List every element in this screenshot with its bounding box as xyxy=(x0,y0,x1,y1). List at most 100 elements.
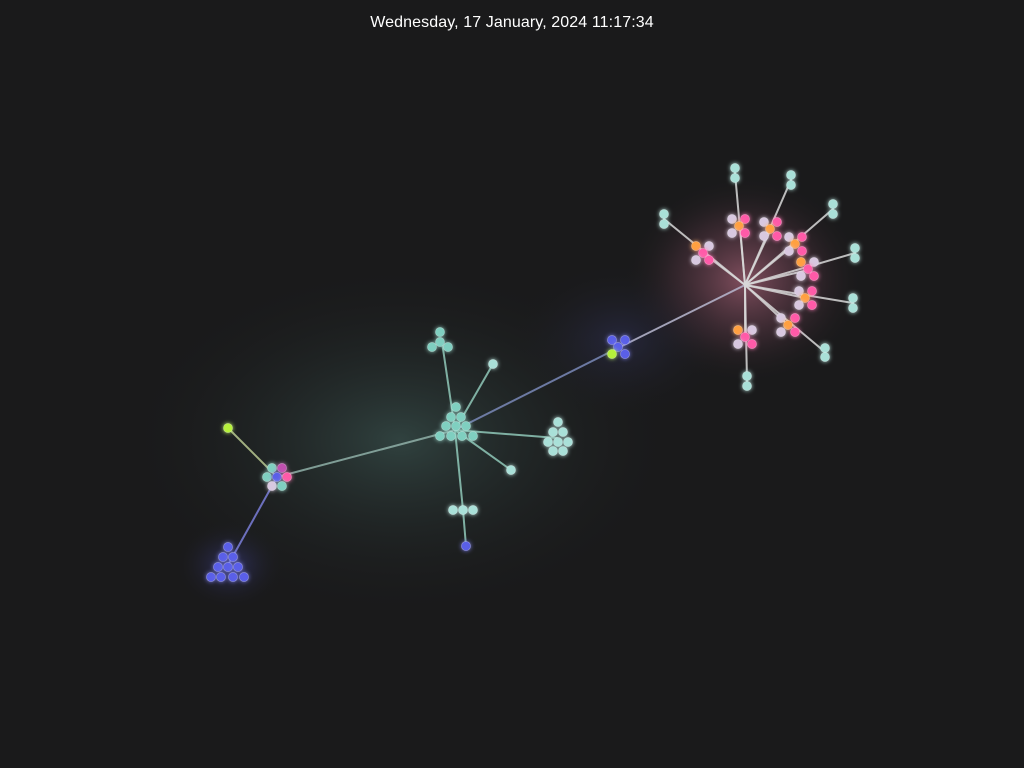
node-22[interactable] xyxy=(451,421,461,431)
node-96[interactable] xyxy=(807,300,817,310)
node-91[interactable] xyxy=(809,271,819,281)
node-45[interactable] xyxy=(461,541,471,551)
node-12[interactable] xyxy=(277,463,287,473)
node-28[interactable] xyxy=(435,327,445,337)
node-95[interactable] xyxy=(794,300,804,310)
node-59[interactable] xyxy=(850,243,860,253)
node-34[interactable] xyxy=(548,427,558,437)
node-50[interactable] xyxy=(607,349,617,359)
node-79[interactable] xyxy=(790,239,800,249)
node-40[interactable] xyxy=(558,446,568,456)
node-76[interactable] xyxy=(772,231,782,241)
node-87[interactable] xyxy=(796,257,806,267)
node-94[interactable] xyxy=(800,293,810,303)
node-25[interactable] xyxy=(446,431,456,441)
node-21[interactable] xyxy=(441,421,451,431)
node-74[interactable] xyxy=(765,224,775,234)
node-68[interactable] xyxy=(740,214,750,224)
node-33[interactable] xyxy=(553,417,563,427)
node-103[interactable] xyxy=(747,325,757,335)
node-51[interactable] xyxy=(730,163,740,173)
node-93[interactable] xyxy=(807,286,817,296)
node-52[interactable] xyxy=(730,173,740,183)
node-32[interactable] xyxy=(488,359,498,369)
node-54[interactable] xyxy=(786,180,796,190)
node-5[interactable] xyxy=(233,562,243,572)
node-1[interactable] xyxy=(218,552,228,562)
node-46[interactable] xyxy=(607,335,617,345)
node-105[interactable] xyxy=(733,339,743,349)
node-66[interactable] xyxy=(742,381,752,391)
node-63[interactable] xyxy=(820,343,830,353)
node-18[interactable] xyxy=(451,402,461,412)
node-0[interactable] xyxy=(223,542,233,552)
node-89[interactable] xyxy=(803,264,813,274)
node-42[interactable] xyxy=(448,505,458,515)
node-36[interactable] xyxy=(543,437,553,447)
node-65[interactable] xyxy=(742,371,752,381)
node-44[interactable] xyxy=(468,505,478,515)
node-6[interactable] xyxy=(206,572,216,582)
node-10[interactable] xyxy=(223,423,233,433)
node-72[interactable] xyxy=(759,217,769,227)
node-48[interactable] xyxy=(613,342,623,352)
node-75[interactable] xyxy=(759,231,769,241)
node-67[interactable] xyxy=(727,214,737,224)
node-4[interactable] xyxy=(223,562,233,572)
node-73[interactable] xyxy=(772,217,782,227)
node-106[interactable] xyxy=(747,339,757,349)
node-19[interactable] xyxy=(446,412,456,422)
node-98[interactable] xyxy=(790,313,800,323)
node-24[interactable] xyxy=(435,431,445,441)
node-29[interactable] xyxy=(435,337,445,347)
node-80[interactable] xyxy=(784,246,794,256)
node-37[interactable] xyxy=(553,437,563,447)
node-47[interactable] xyxy=(620,335,630,345)
node-58[interactable] xyxy=(659,219,669,229)
node-102[interactable] xyxy=(733,325,743,335)
node-81[interactable] xyxy=(797,246,807,256)
node-97[interactable] xyxy=(776,313,786,323)
node-101[interactable] xyxy=(790,327,800,337)
node-99[interactable] xyxy=(783,320,793,330)
node-15[interactable] xyxy=(282,472,292,482)
node-92[interactable] xyxy=(794,286,804,296)
node-3[interactable] xyxy=(213,562,223,572)
node-7[interactable] xyxy=(216,572,226,582)
node-23[interactable] xyxy=(461,421,471,431)
node-60[interactable] xyxy=(850,253,860,263)
node-64[interactable] xyxy=(820,352,830,362)
node-82[interactable] xyxy=(691,241,701,251)
node-20[interactable] xyxy=(456,412,466,422)
node-27[interactable] xyxy=(468,431,478,441)
node-30[interactable] xyxy=(427,342,437,352)
node-39[interactable] xyxy=(548,446,558,456)
node-78[interactable] xyxy=(797,232,807,242)
node-16[interactable] xyxy=(267,481,277,491)
graph-nodes[interactable] xyxy=(206,163,860,582)
node-84[interactable] xyxy=(698,248,708,258)
node-13[interactable] xyxy=(262,472,272,482)
node-35[interactable] xyxy=(558,427,568,437)
node-53[interactable] xyxy=(786,170,796,180)
node-85[interactable] xyxy=(691,255,701,265)
node-2[interactable] xyxy=(228,552,238,562)
node-55[interactable] xyxy=(828,199,838,209)
node-86[interactable] xyxy=(704,255,714,265)
node-62[interactable] xyxy=(848,303,858,313)
node-88[interactable] xyxy=(809,257,819,267)
node-104[interactable] xyxy=(740,332,750,342)
node-41[interactable] xyxy=(506,465,516,475)
node-8[interactable] xyxy=(228,572,238,582)
node-38[interactable] xyxy=(563,437,573,447)
node-71[interactable] xyxy=(740,228,750,238)
node-56[interactable] xyxy=(828,209,838,219)
node-83[interactable] xyxy=(704,241,714,251)
node-14[interactable] xyxy=(272,472,282,482)
node-69[interactable] xyxy=(734,221,744,231)
node-11[interactable] xyxy=(267,463,277,473)
node-90[interactable] xyxy=(796,271,806,281)
node-31[interactable] xyxy=(443,342,453,352)
